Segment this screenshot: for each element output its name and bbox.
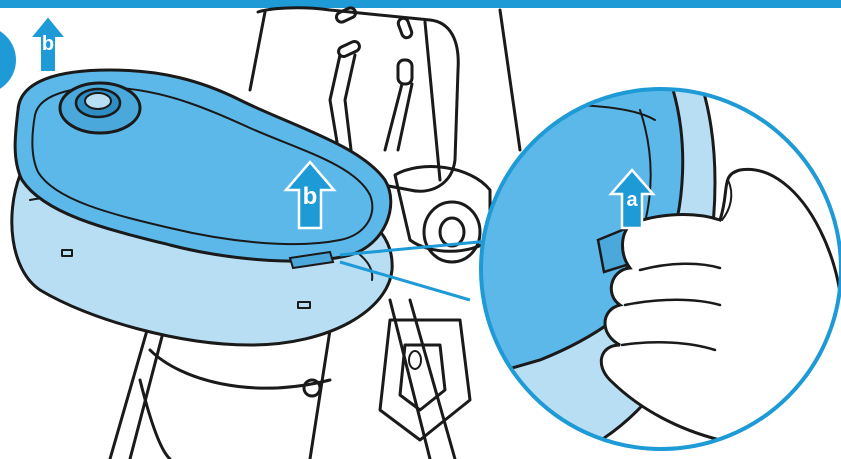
top-accent-bar [0,0,841,8]
arrow-label-b-corner: b [42,33,54,55]
step-marker [0,31,16,89]
magnifier-callout [479,87,841,451]
arrow-label-b-tray: b [303,183,318,210]
harness-slot [396,58,414,86]
harness-slot [334,6,358,24]
callout-leader [339,238,501,257]
harness-slot [396,16,414,40]
harness-slot [337,39,361,59]
seat-back [256,6,460,193]
arrow-up-icon: a [608,168,656,230]
detail-view [481,89,841,449]
tray-release-tab [288,250,335,270]
callout-leader [339,260,471,302]
adjuster-lever [378,318,472,442]
arrow-label-a-detail: a [626,189,638,211]
arrow-up-icon: b [283,160,337,230]
arrow-up-icon: b [27,14,69,73]
